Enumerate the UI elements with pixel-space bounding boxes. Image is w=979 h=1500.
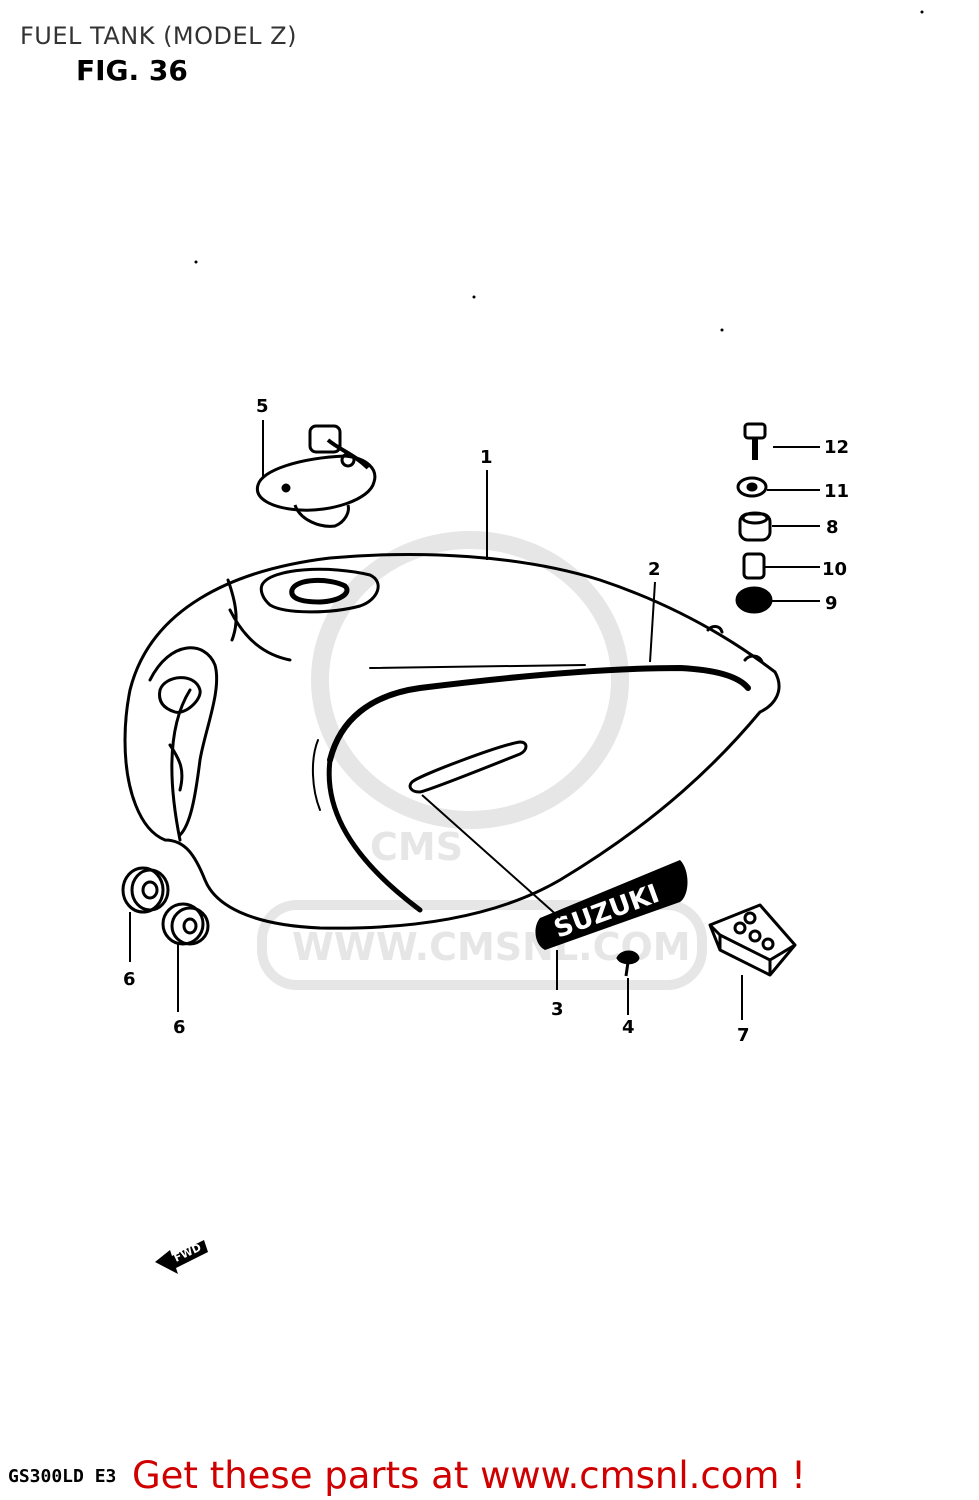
leader-lines: [129, 420, 820, 1020]
callout-emblem: 3: [551, 999, 564, 1020]
bolt: [743, 422, 767, 440]
tank-cushions: [121, 866, 210, 946]
forward-arrow: FWD: [155, 1240, 208, 1274]
watermark-url-banner: [257, 900, 707, 990]
page-title: FUEL TANK (MODEL Z): [20, 22, 297, 50]
callout-screw: 4: [622, 1017, 635, 1038]
callout-cap: 5: [256, 396, 269, 417]
tool-kit-tray: [708, 903, 797, 977]
callout-stripe: 2: [648, 559, 661, 580]
fuel-cap: [255, 424, 377, 528]
callout-washer: 11: [824, 481, 849, 502]
watermark-logo-text: CMS: [370, 825, 463, 869]
callout-spacer: 10: [822, 559, 847, 580]
spacer: [742, 552, 766, 580]
callout-cushion-a: 6: [123, 969, 136, 990]
callout-bolt: 12: [824, 437, 849, 458]
scan-specks: [194, 10, 924, 332]
cushion-bottom: [735, 586, 773, 614]
emblem-screw: [616, 950, 640, 977]
washer: [736, 476, 768, 498]
callout-tank: 1: [480, 447, 493, 468]
watermark: CMS WWW.CMSNL.COM: [257, 531, 707, 990]
callout-cushion-bottom: 9: [825, 593, 838, 614]
callout-tool-kit: 7: [737, 1025, 750, 1046]
callout-cushion-b: 6: [173, 1017, 186, 1038]
callout-cushion-top: 8: [826, 517, 839, 538]
figure-number: FIG. 36: [76, 54, 188, 87]
model-code: GS300LD E3: [8, 1466, 117, 1487]
watermark-logo-mascot: [311, 531, 629, 829]
fuel-tank: [123, 552, 781, 930]
shop-link[interactable]: Get these parts at www.cmsnl.com !: [132, 1454, 807, 1497]
mounting-hardware: [735, 422, 773, 614]
